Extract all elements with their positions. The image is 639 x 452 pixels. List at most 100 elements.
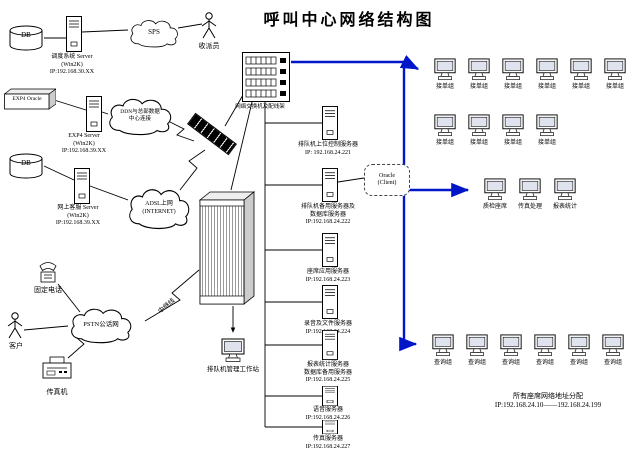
customer-label: 客户 — [9, 342, 23, 350]
workstation-monitor-icon — [501, 114, 525, 138]
oracle-line1: Oracle — [379, 173, 395, 179]
workstation-label: 接单组 — [469, 84, 488, 90]
pbx-cabinet-icon — [198, 190, 256, 308]
web-server-line1: 网上客服 Server — [57, 205, 99, 211]
workstation-label: 质检座席 — [482, 204, 507, 210]
server-ip: IP:192.168.24.227 — [305, 443, 351, 450]
workstation-label: 接单组 — [503, 140, 522, 146]
dispatch-server-line1: 调度系统 Server — [51, 54, 93, 60]
db2-label: DB — [21, 159, 31, 167]
workstation-label: 报表统计 — [552, 204, 577, 210]
workstation-label: 接单组 — [469, 140, 488, 146]
server-tower-icon — [322, 330, 338, 360]
adsl-cloud-label: ADSL上网 (INTERNET) — [126, 186, 192, 230]
seat-ip-range: 所有座席网络地址分配 IP:192.168.24.10——192.168.24.… — [462, 392, 634, 410]
workstation-label: 接单组 — [537, 84, 556, 90]
workstation-label: 查询组 — [467, 360, 486, 366]
server-tower-icon — [322, 168, 338, 202]
workstation-monitor-icon — [553, 178, 577, 202]
server-tower-icon — [322, 233, 338, 267]
exp4-server-line2: (Win2K) — [73, 140, 95, 147]
web-server-ip: IP:192.168.39.XX — [55, 220, 101, 226]
server-tower-icon — [322, 420, 338, 434]
workstation-label: 查询组 — [501, 360, 520, 366]
exp4-server-label: EXP4 Server (Win2K) IP:192.168.39.XX — [36, 133, 132, 156]
workstation-label: 接单组 — [503, 84, 522, 90]
seat-ip-range-line2: IP:192.168.24.10——192.168.24.199 — [494, 401, 602, 409]
workstation-label: 接单组 — [605, 84, 624, 90]
web-server-icon — [74, 168, 90, 204]
ddn-cloud-label: DDN与总部数据 中心连接 — [106, 96, 174, 136]
sps-cloud-label: SPS — [148, 28, 160, 37]
workstation-monitor-icon — [569, 58, 593, 82]
workstation-label: 查询组 — [603, 360, 622, 366]
server-tower-icon — [322, 285, 338, 319]
oracle-line2: (Client) — [377, 180, 397, 186]
workstation-label: 接单组 — [537, 140, 556, 146]
workstation-monitor-icon — [603, 58, 627, 82]
workstation-monitor-icon — [501, 58, 525, 82]
workstation-monitor-icon — [483, 178, 507, 202]
fixed-phone-icon — [38, 260, 58, 284]
dispatch-server-label: 调度系统 Server (Win2K) IP:192.168.30.XX — [18, 54, 126, 77]
ddn-line2: 中心连接 — [128, 116, 151, 122]
workstation-label: 接单组 — [435, 84, 454, 90]
workstation-monitor-icon — [533, 334, 557, 358]
server-name-line: 报表统计服务器 — [306, 362, 349, 368]
server-name-line: 传真服务器 — [312, 436, 343, 442]
dispatch-server-icon — [66, 16, 82, 52]
server-name-line: 座席应用服务器 — [306, 269, 349, 275]
server-ip: IP:192.168.24.225 — [305, 377, 351, 383]
server-name-line: 录音及文件服务器 — [303, 321, 352, 327]
workstation-monitor-icon — [535, 114, 559, 138]
workstation-monitor-icon — [467, 114, 491, 138]
db1-label: DB — [21, 31, 31, 39]
workstation-monitor-icon — [465, 334, 489, 358]
patch-panel-label: 网络交换机及配线架 — [235, 104, 285, 110]
workstation-label: 查询组 — [535, 360, 554, 366]
exp4-server-ip: IP:192.168.39.XX — [61, 148, 107, 154]
exp4-server-line1: EXP4 Server — [68, 133, 100, 139]
fax-machine-icon — [42, 356, 72, 380]
server-name-line: 数据库服务器 — [309, 211, 346, 218]
adsl-line1: ADSL上网 — [145, 201, 173, 207]
server-ip: IP:192.168.24.223 — [305, 276, 351, 283]
workstation-label: 查询组 — [433, 360, 452, 366]
fax-label: 传真机 — [46, 388, 68, 396]
dispatch-server-ip: IP:192.168.30.XX — [49, 69, 95, 75]
oracle-client-box: Oracle (Client) — [364, 164, 410, 196]
workstation-label: 查询组 — [569, 360, 588, 366]
adsl-line2: (INTERNET) — [142, 209, 176, 215]
server-name-line: 数据库备用服务器 — [303, 369, 352, 376]
server-ip: IP:192.168.24.226 — [305, 414, 351, 421]
workstation-monitor-icon — [499, 334, 523, 358]
workstation-label: 传真处理 — [517, 204, 542, 210]
web-server-label: 网上客服 Server (Win2K) IP:192.168.39.XX — [26, 205, 130, 228]
server-name-line: 语音服务器 — [312, 407, 343, 413]
ddn-line1: DDN与总部数据 — [120, 109, 160, 115]
black-wires — [23, 23, 365, 428]
mgmt-workstation-icon — [220, 338, 246, 364]
workstation-monitor-icon — [433, 58, 457, 82]
workstation-label: 接单组 — [571, 84, 590, 90]
server-name-line: 排队机上位控制服务器 — [297, 142, 358, 148]
exp4-box-label: EXP4 Oracle — [12, 96, 42, 102]
web-server-line2: (Win2K) — [67, 212, 89, 219]
blue-backbone — [291, 55, 470, 352]
server-tower-icon — [322, 386, 338, 406]
network-switch-icon — [242, 52, 290, 102]
courier-person-icon — [200, 12, 218, 40]
server-ip: IP:192.168.24.222 — [305, 219, 351, 225]
workstation-monitor-icon — [518, 178, 542, 202]
diagram-title: 呼叫中心网络结构图 — [263, 12, 435, 29]
courier-label: 收派员 — [198, 42, 220, 50]
workstation-label: 接单组 — [435, 140, 454, 146]
server-ip: IP: 192.168.24.221 — [304, 149, 351, 156]
